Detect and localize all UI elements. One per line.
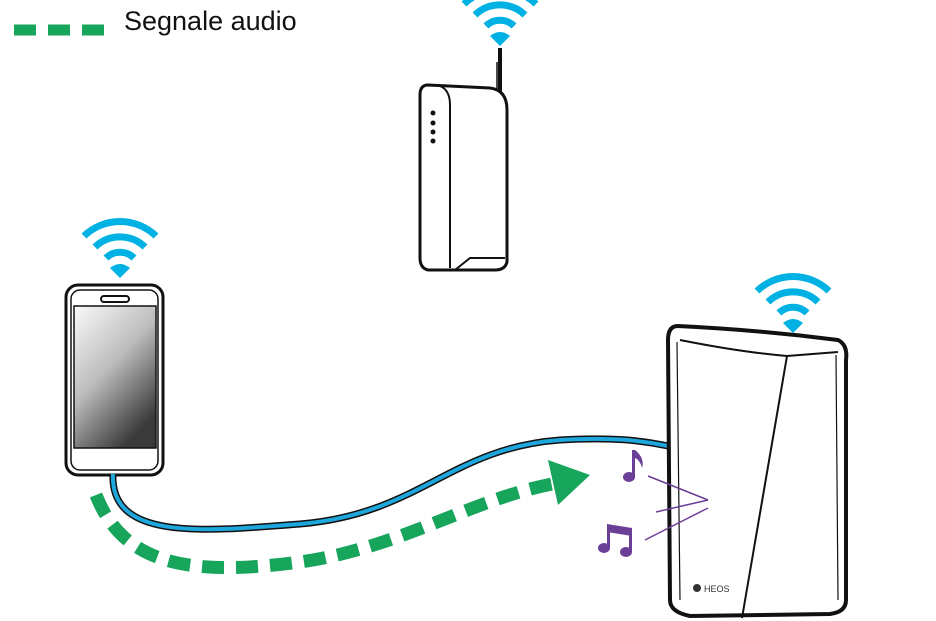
audio-cable bbox=[109, 435, 669, 533]
wifi-icon bbox=[84, 222, 156, 278]
wifi-icon bbox=[757, 277, 829, 333]
heos-brand-text: HEOS bbox=[704, 584, 730, 594]
music-note-icon bbox=[598, 524, 632, 557]
sound-waves bbox=[644, 475, 709, 541]
music-note-icon bbox=[623, 450, 643, 482]
legend-label: Segnale audio bbox=[124, 6, 297, 36]
wireless-speaker: HEOS bbox=[665, 277, 849, 619]
smartphone bbox=[64, 222, 165, 477]
router bbox=[418, 0, 536, 272]
audio-signal-arrow bbox=[89, 460, 590, 575]
wifi-icon bbox=[464, 0, 536, 46]
heos-logo: HEOS bbox=[693, 584, 730, 594]
